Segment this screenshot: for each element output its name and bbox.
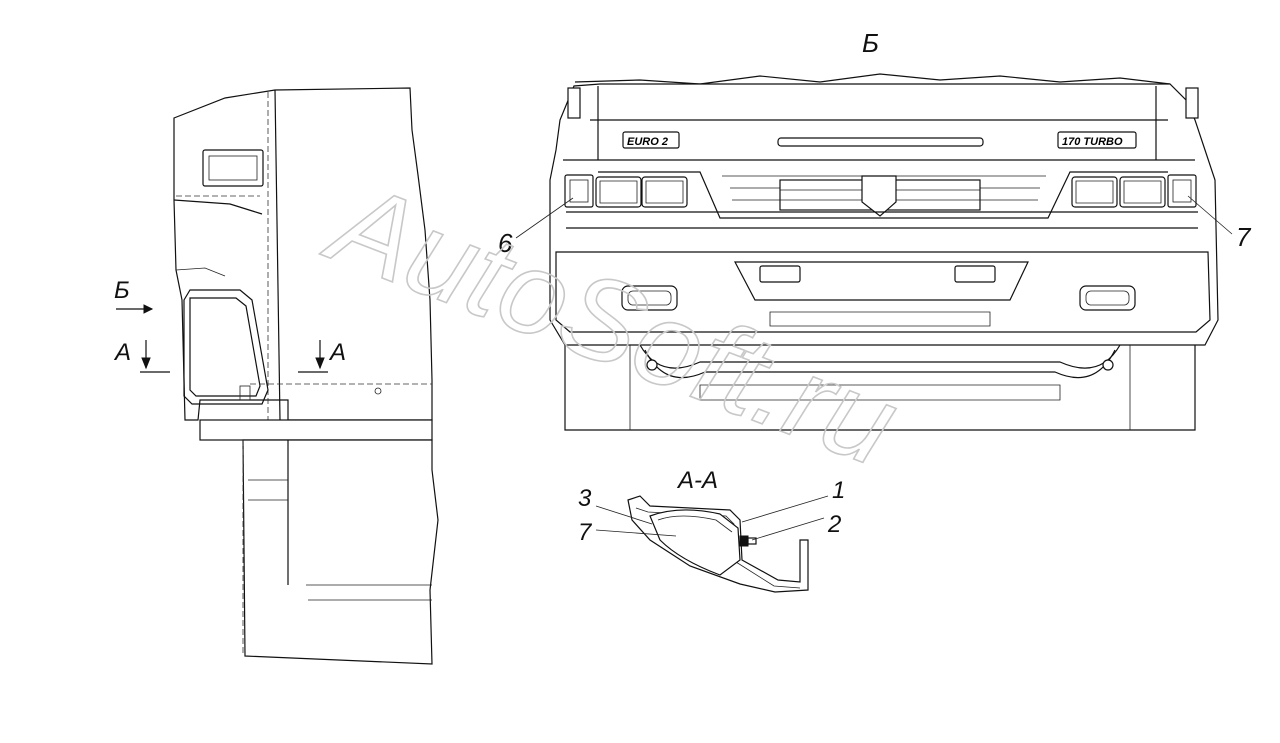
callout-1: 1 [832,477,845,504]
callout-1-leader [741,495,829,523]
turn-lamp-right [1167,174,1197,208]
badge-right-label: 170 TURBO [1062,136,1123,148]
badge-left-frame [622,131,680,149]
section-arrow-left-icon [141,357,151,370]
front-view: Б EURO 2 170 TURBO [498,28,1252,431]
callout-6: 6 [498,228,513,258]
section-mark-right-label: А [328,339,346,366]
section-view: А-А 3 7 1 2 [578,467,845,593]
callout-3-leader [595,505,653,525]
callout-7-section: 7 [578,519,593,546]
badge-left-label: EURO 2 [627,136,668,148]
callout-7-front: 7 [1236,222,1252,252]
callout-2: 2 [827,511,841,538]
view-title: Б [862,28,879,58]
badge-right-frame [1057,131,1137,149]
section-mark-left-label: А [113,339,131,366]
section-title: А-А [676,467,718,494]
callout-7-front-leader [1187,195,1233,235]
side-arrow-b-label: Б [114,277,130,304]
section-mark-left-line [140,340,170,373]
callout-7-section-leader [595,529,677,537]
emblem-icon [861,175,897,217]
section-arrow-right-icon [315,357,325,370]
callout-2-leader [751,517,825,541]
view-arrow-head-icon [143,304,154,314]
callout-3: 3 [578,485,592,512]
callout-6-leader [515,197,574,239]
side-view: Б А А [113,87,439,665]
